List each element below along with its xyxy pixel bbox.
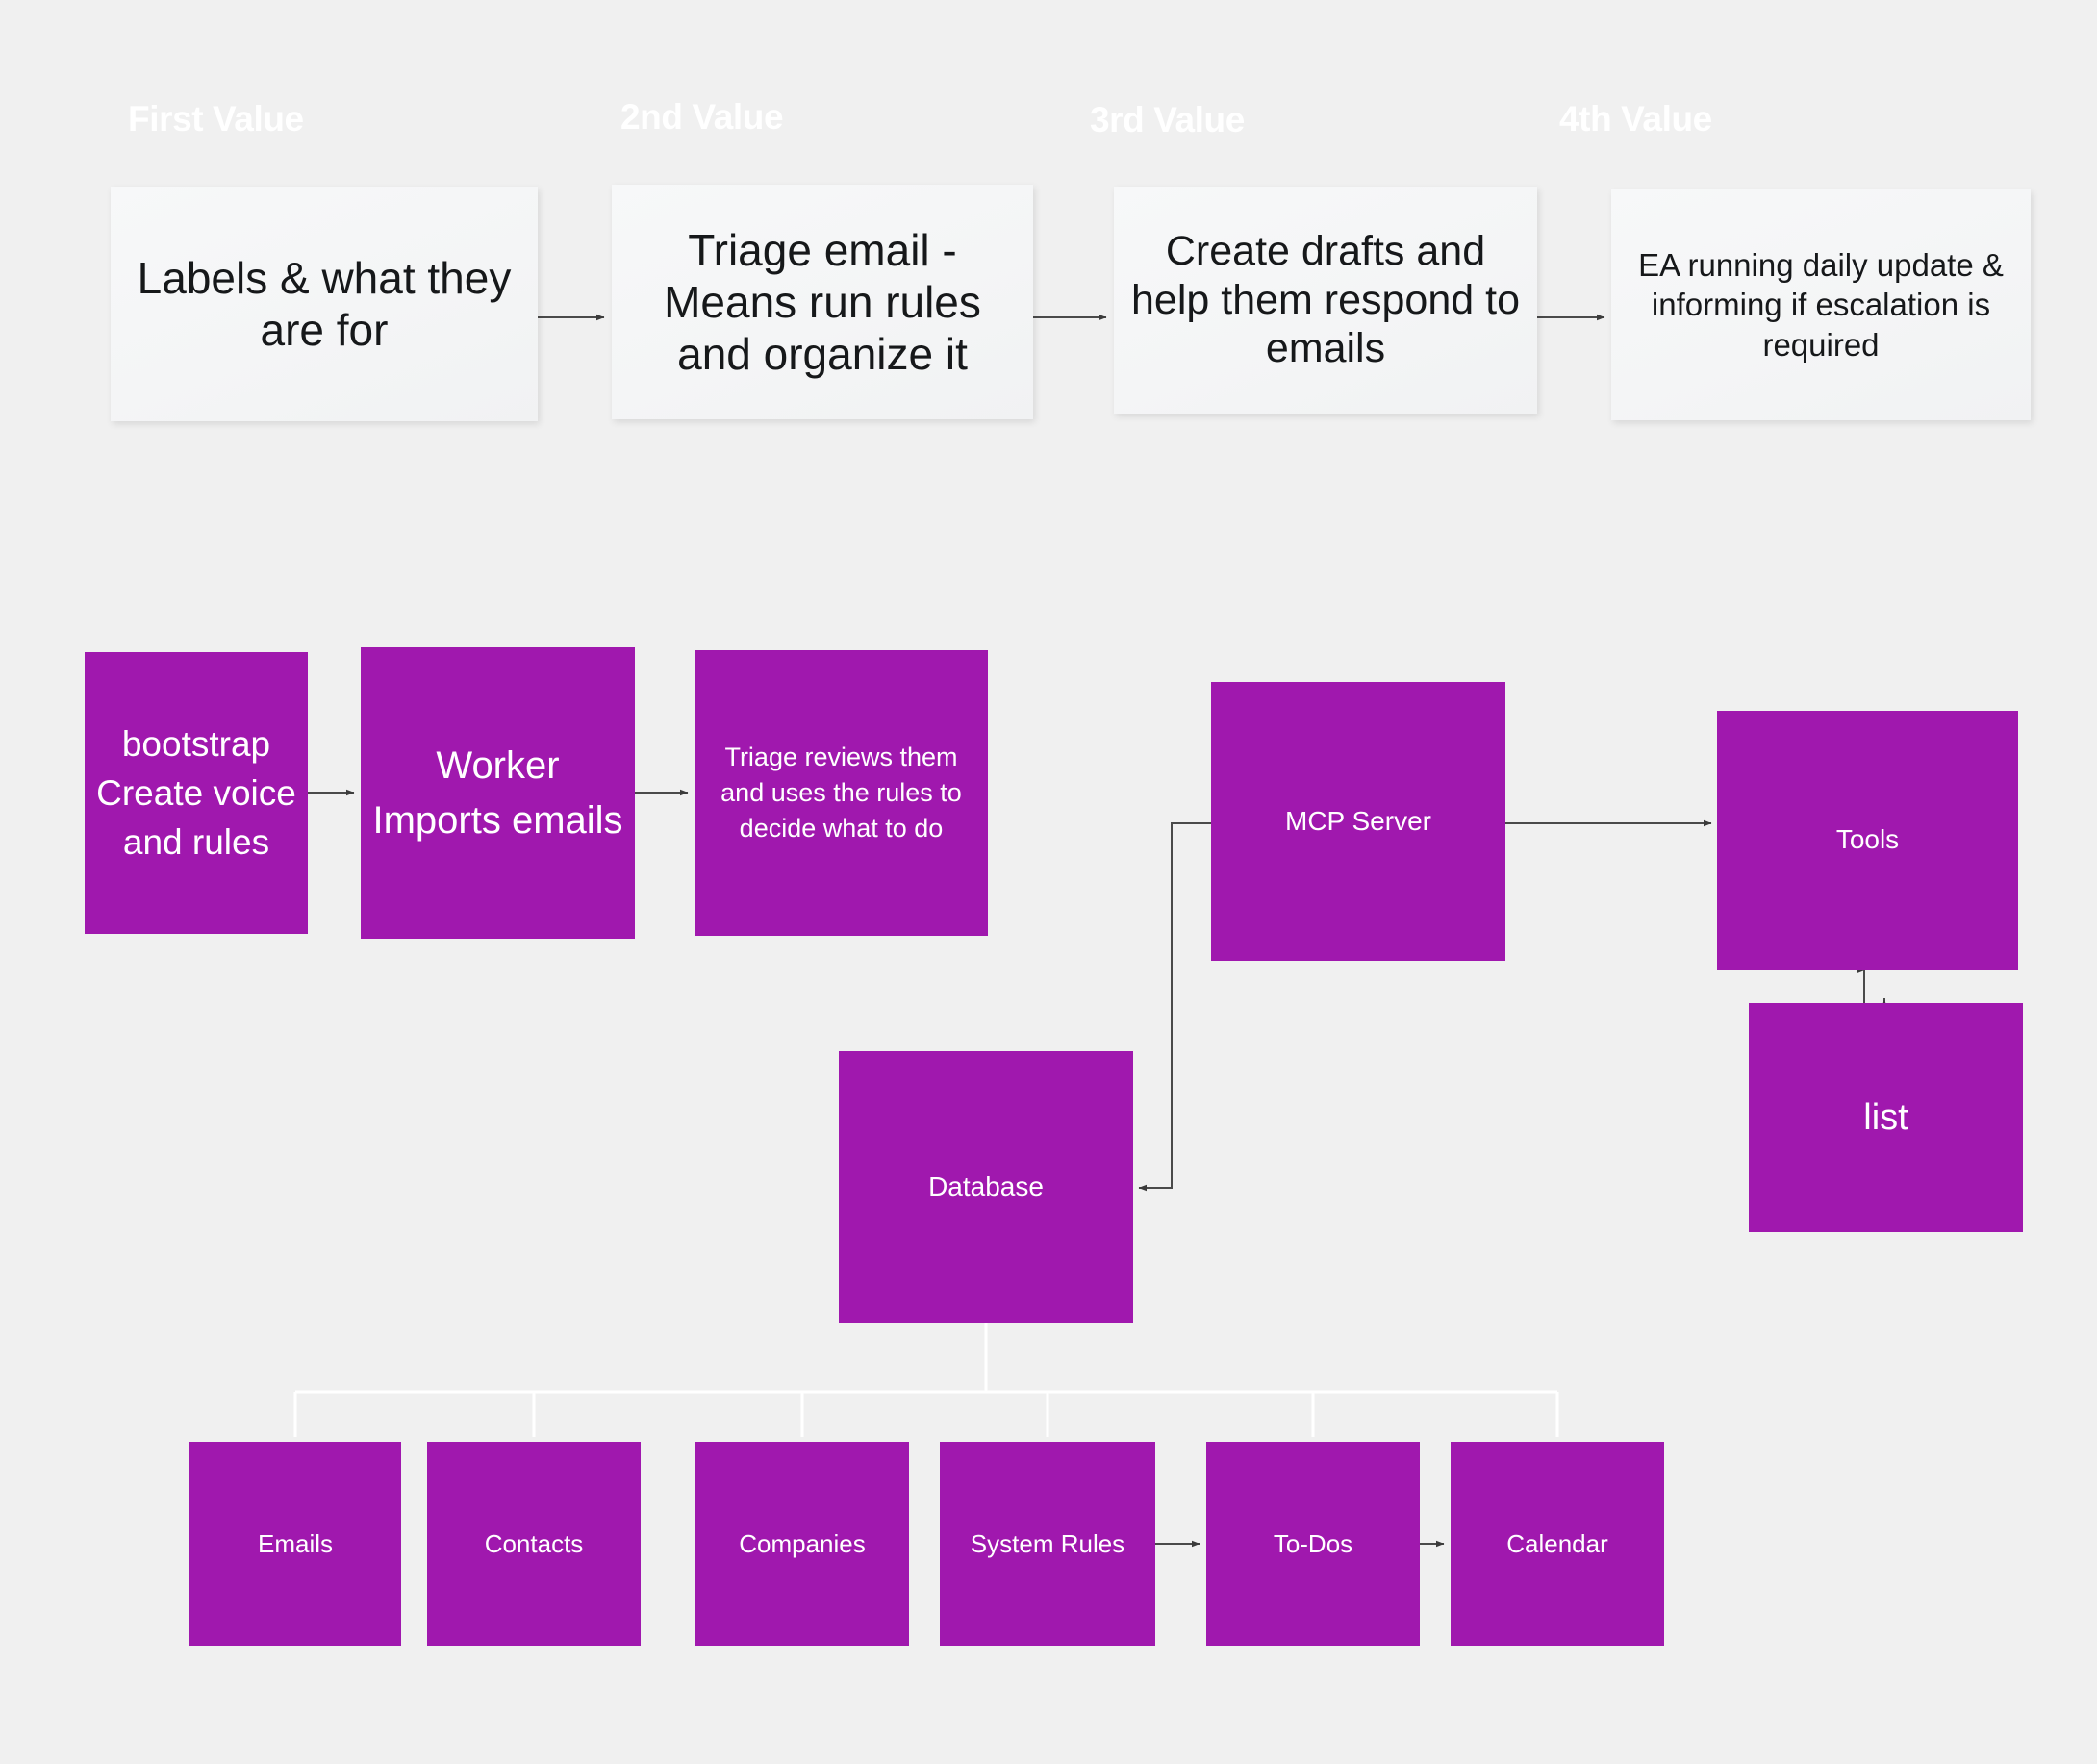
value-card-labels-text: Labels & what they are for <box>137 252 512 355</box>
node-worker[interactable]: Worker Imports emails <box>361 647 635 939</box>
value-label-3rd: 3rd Value <box>1090 100 1245 139</box>
node-tools-label: Tools <box>1835 824 1900 855</box>
value-card-labels[interactable]: Labels & what they are for <box>111 187 538 421</box>
node-bootstrap-label: bootstrap Create voice and rules <box>96 723 296 863</box>
node-companies[interactable]: Companies <box>695 1442 909 1646</box>
node-contacts-label: Contacts <box>484 1528 584 1558</box>
node-bootstrap[interactable]: bootstrap Create voice and rules <box>85 652 308 934</box>
node-triage-label: Triage reviews them and uses the rules t… <box>720 742 962 844</box>
value-card-ea-text: EA running daily update & informing if e… <box>1638 247 2004 363</box>
node-worker-label: Worker Imports emails <box>372 743 623 842</box>
node-list-label: list <box>1863 1096 1908 1138</box>
node-tools[interactable]: Tools <box>1717 711 2018 970</box>
value-card-ea[interactable]: EA running daily update & informing if e… <box>1611 189 2031 420</box>
node-todos[interactable]: To-Dos <box>1206 1442 1420 1646</box>
value-label-first: First Value <box>128 99 304 139</box>
node-database-label: Database <box>928 1171 1044 1201</box>
node-emails-label: Emails <box>257 1528 333 1558</box>
node-calendar-label: Calendar <box>1506 1528 1608 1558</box>
node-companies-label: Companies <box>739 1528 866 1558</box>
node-mcp-server[interactable]: MCP Server <box>1211 682 1505 961</box>
node-database[interactable]: Database <box>839 1051 1133 1323</box>
node-calendar[interactable]: Calendar <box>1451 1442 1664 1646</box>
node-system-rules-label: System Rules <box>970 1528 1125 1558</box>
node-list[interactable]: list <box>1749 1003 2023 1232</box>
value-card-triage[interactable]: Triage email - Means run rules and organ… <box>612 185 1033 419</box>
node-system-rules[interactable]: System Rules <box>940 1442 1155 1646</box>
value-card-drafts[interactable]: Create drafts and help them respond to e… <box>1114 187 1537 414</box>
value-card-drafts-text: Create drafts and help them respond to e… <box>1131 227 1520 372</box>
node-todos-label: To-Dos <box>1273 1528 1353 1558</box>
node-emails[interactable]: Emails <box>189 1442 401 1646</box>
node-mcp-server-label: MCP Server <box>1285 805 1431 836</box>
node-contacts[interactable]: Contacts <box>427 1442 641 1646</box>
value-label-2nd: 2nd Value <box>620 97 784 137</box>
value-card-triage-text: Triage email - Means run rules and organ… <box>664 224 981 380</box>
connector-database-tree <box>293 1323 1559 1437</box>
connector-mcp-to-database <box>1138 822 1211 1192</box>
value-label-4th: 4th Value <box>1559 99 1712 139</box>
node-triage[interactable]: Triage reviews them and uses the rules t… <box>695 650 988 936</box>
